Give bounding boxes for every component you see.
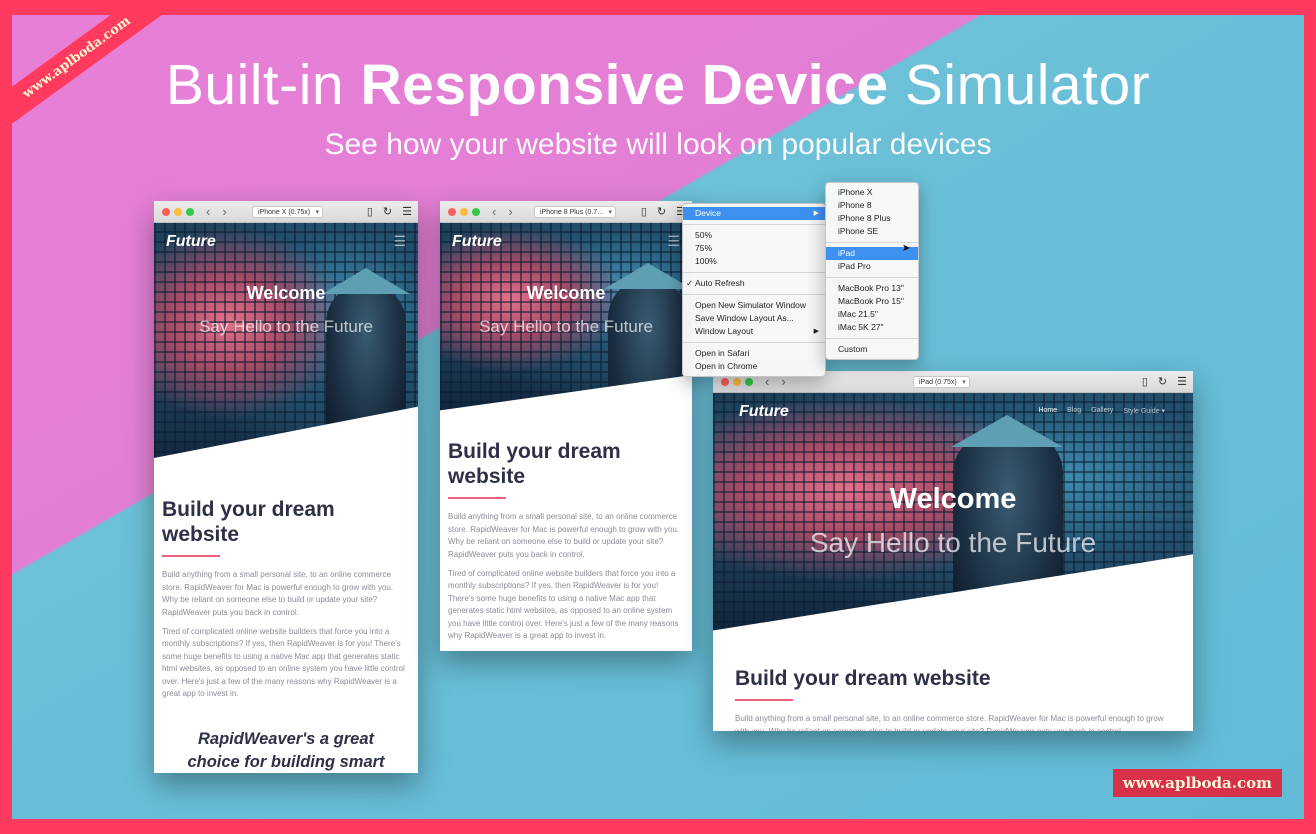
body-paragraph: Build anything from a small personal sit… [735, 714, 1164, 731]
close-button[interactable] [721, 378, 729, 386]
site-nav: Home Blog Gallery Style Guide ▾ [1038, 407, 1165, 415]
refresh-icon[interactable]: ↻ [656, 206, 667, 218]
forward-icon[interactable]: › [508, 204, 525, 219]
simulator-window-ipad: ‹› iPad (0.75x) ▯ ↻ ☰ Future Home Blog Gal… [713, 371, 1193, 731]
device-selector[interactable]: iPhone X (0.75x) [252, 206, 324, 218]
simulator-options-menu: Device▶ 50% 75% 100% ✓Auto Refresh Open … [682, 203, 826, 377]
menu-icon[interactable]: ☰ [1177, 376, 1187, 388]
refresh-icon[interactable]: ↻ [382, 206, 393, 218]
nav-link[interactable]: Gallery [1091, 407, 1114, 414]
device-submenu: iPhone X iPhone 8 iPhone 8 Plus iPhone S… [825, 182, 919, 360]
page-heading: Build your dream website [162, 498, 335, 547]
mouse-pointer-icon: ➤ [902, 243, 911, 254]
device-option-selected[interactable]: iPad [826, 247, 918, 260]
menu-item-auto-refresh[interactable]: ✓Auto Refresh [686, 278, 745, 288]
close-button[interactable] [448, 208, 456, 216]
hero-image: Future Home Blog Gallery Style Guide ▾ W… [713, 393, 1193, 633]
body-paragraph: Tired of complicated online website buil… [448, 568, 679, 640]
simulator-window-iphone-8-plus: ‹› iPhone 8 Plus (0.7... ▯ ↻ ☰ Future ☰ We… [440, 201, 692, 651]
checkmark-icon: ✓ [686, 278, 694, 288]
zoom-button[interactable] [186, 208, 194, 216]
minimize-button[interactable] [174, 208, 182, 216]
zoom-button[interactable] [472, 208, 480, 216]
layout-icon[interactable]: ▯ [366, 206, 373, 218]
nav-link[interactable]: Home [1038, 407, 1058, 414]
device-option[interactable]: MacBook Pro 13" [838, 283, 904, 293]
menu-item-open-safari[interactable]: Open in Safari [695, 348, 750, 358]
back-icon[interactable]: ‹ [492, 204, 509, 219]
headline: Built-in Responsive Device Simulator [165, 53, 1151, 117]
menu-item-open-new-window[interactable]: Open New Simulator Window [695, 300, 807, 310]
nav-arrows[interactable]: ‹› [492, 204, 525, 219]
menu-item-save-layout[interactable]: Save Window Layout As... [695, 313, 794, 323]
device-option[interactable]: iMac 5K 27" [838, 322, 884, 332]
device-option[interactable]: iPhone X [838, 187, 873, 197]
body-paragraph: Build anything from a small personal sit… [448, 512, 680, 559]
subheadline: See how your website will look on popula… [324, 128, 992, 161]
device-option[interactable]: iPhone SE [838, 226, 879, 236]
device-option[interactable]: iPhone 8 Plus [838, 213, 891, 223]
hamburger-icon[interactable]: ☰ [393, 233, 406, 249]
device-option[interactable]: iPhone 8 [838, 200, 872, 210]
layout-icon[interactable]: ▯ [640, 206, 647, 218]
menu-icon[interactable]: ☰ [402, 206, 412, 218]
page-heading: Build your dream website [448, 440, 621, 489]
body-paragraph: Build anything from a small personal sit… [162, 570, 394, 617]
menu-item-window-layout[interactable]: Window Layout▶ [695, 326, 819, 336]
site-logo[interactable]: Future [452, 233, 502, 250]
bottom-watermark: www.aplboda.com [1112, 769, 1282, 797]
window-titlebar: ‹› iPhone 8 Plus (0.7... ▯ ↻ ☰ [440, 201, 692, 223]
submenu-arrow-icon: ▶ [813, 210, 819, 217]
tagline: Say Hello to the Future [809, 527, 1097, 558]
menu-item-zoom-75[interactable]: 75% [695, 243, 713, 253]
nav-link[interactable]: Style Guide ▾ [1123, 408, 1165, 415]
page-content: Build your dream website Build anything … [440, 439, 692, 642]
device-option-custom[interactable]: Custom [838, 344, 868, 354]
page-content: Build your dream website Build anything … [154, 497, 418, 773]
menu-item-device[interactable]: Device▶ [683, 207, 825, 220]
close-button[interactable] [162, 208, 170, 216]
refresh-icon[interactable]: ↻ [1157, 376, 1168, 388]
simulator-window-iphone-x: ‹› iPhone X (0.75x) ▯ ↻ ☰ Future ☰ Welcome… [154, 201, 418, 773]
nav-arrows[interactable]: ‹› [765, 374, 798, 389]
zoom-button[interactable] [745, 378, 753, 386]
site-logo[interactable]: Future [739, 403, 789, 420]
forward-icon[interactable]: › [781, 374, 798, 389]
device-option[interactable]: iPad Pro [838, 261, 871, 271]
welcome-title: Welcome [246, 283, 326, 303]
menu-item-open-chrome[interactable]: Open in Chrome [695, 361, 758, 371]
layout-icon[interactable]: ▯ [1141, 376, 1148, 388]
hero-image: Future ☰ Welcome Say Hello to the Future [440, 223, 692, 413]
menu-icon[interactable]: ☰ [676, 205, 686, 218]
hamburger-icon[interactable]: ☰ [667, 233, 680, 249]
nav-arrows[interactable]: ‹› [206, 204, 239, 219]
welcome-title: Welcome [889, 483, 1017, 515]
menu-item-zoom-50[interactable]: 50% [695, 230, 713, 240]
tagline: Say Hello to the Future [199, 317, 373, 336]
welcome-title: Welcome [526, 283, 606, 303]
window-titlebar: ‹› iPhone X (0.75x) ▯ ↻ ☰ [154, 201, 418, 223]
device-option[interactable]: iMac 21.5" [838, 309, 878, 319]
promo-canvas: www.aplboda.com ‹› iPhone X (0.75x) ▯ ↻ ☰ … [12, 15, 1304, 819]
minimize-button[interactable] [460, 208, 468, 216]
device-selector[interactable]: iPad (0.75x) [913, 376, 970, 388]
minimize-button[interactable] [733, 378, 741, 386]
submenu-arrow-icon: ▶ [813, 328, 819, 335]
nav-link[interactable]: Blog [1067, 407, 1082, 414]
tagline: Say Hello to the Future [479, 317, 653, 336]
back-icon[interactable]: ‹ [765, 374, 782, 389]
back-icon[interactable]: ‹ [206, 204, 223, 219]
device-option[interactable]: MacBook Pro 15" [838, 296, 904, 306]
window-titlebar: ‹› iPad (0.75x) ▯ ↻ ☰ [713, 371, 1193, 393]
page-heading: Build your dream website [735, 667, 991, 690]
site-logo[interactable]: Future [166, 233, 216, 250]
body-paragraph: Tired of complicated online website buil… [162, 626, 405, 698]
hero-image: Future ☰ Welcome Say Hello to the Future [154, 223, 418, 473]
menu-item-zoom-100[interactable]: 100% [695, 256, 717, 266]
device-selector[interactable]: iPhone 8 Plus (0.7... [534, 206, 617, 218]
forward-icon[interactable]: › [222, 204, 239, 219]
page-content: Build your dream website Build anything … [713, 666, 1193, 731]
pull-quote: RapidWeaver's a great choice for buildin… [187, 730, 385, 771]
